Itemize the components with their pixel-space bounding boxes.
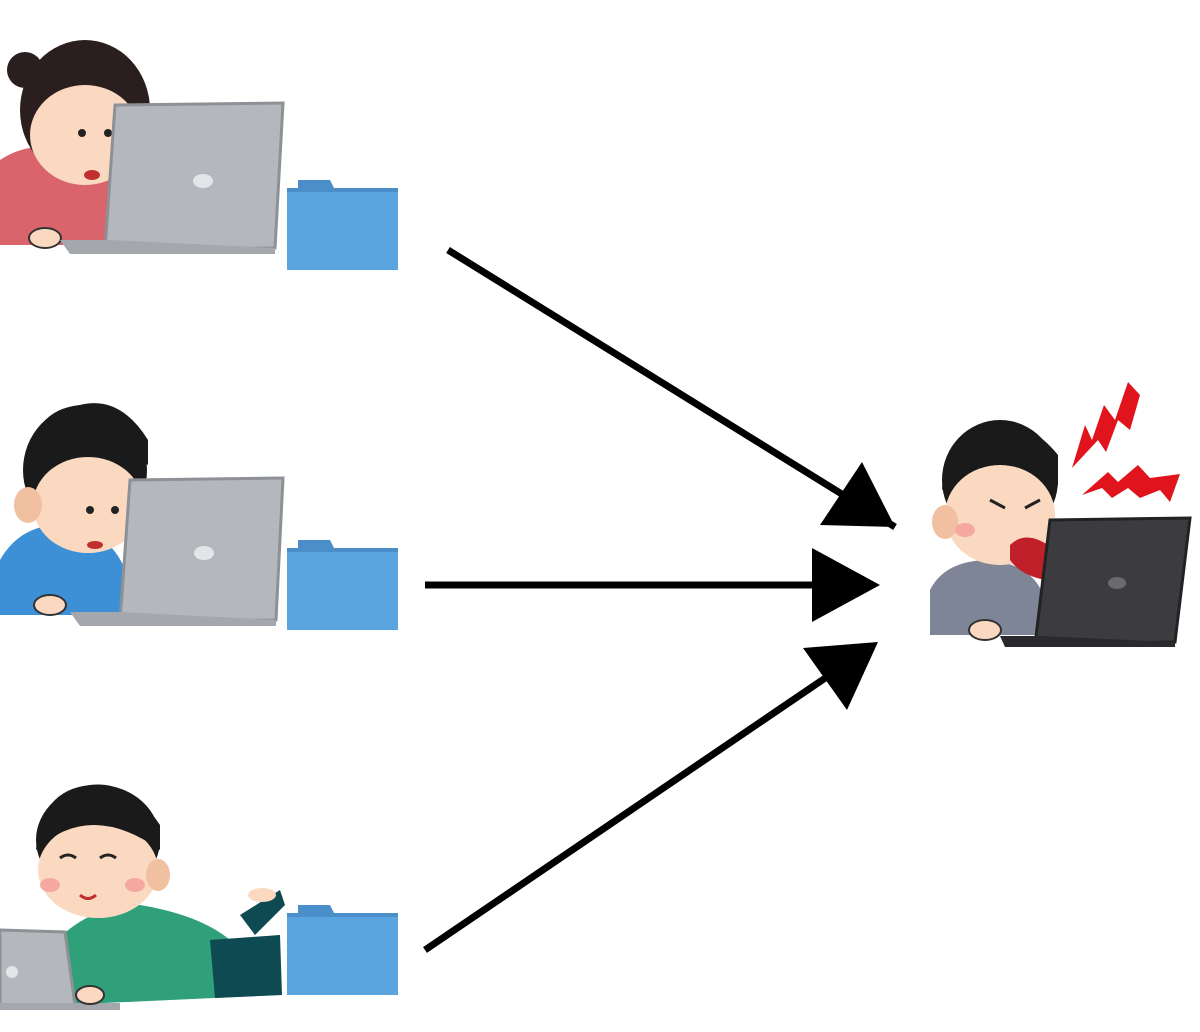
arrowhead-icon [812, 548, 880, 622]
man-lying-with-laptop-icon [0, 784, 285, 1010]
folder-icon [287, 905, 398, 995]
arrowhead-icon [820, 462, 895, 527]
red-lightning-anger-icon [1072, 382, 1180, 502]
arrow-worker-3-to-receiver [423, 665, 842, 953]
folder-icon [287, 540, 398, 630]
arrow-worker-1-to-receiver [446, 247, 897, 530]
laptop-icon [70, 476, 285, 626]
woman-working-on-laptop-icon [0, 40, 285, 254]
laptop-icon [0, 928, 120, 1010]
man-working-on-laptop-icon [0, 403, 285, 626]
laptop-icon [1000, 516, 1192, 647]
angry-man-at-laptop-icon [930, 420, 1192, 647]
folder-icon [287, 180, 398, 270]
arrowhead-icon [803, 642, 878, 710]
laptop-icon [60, 101, 285, 254]
